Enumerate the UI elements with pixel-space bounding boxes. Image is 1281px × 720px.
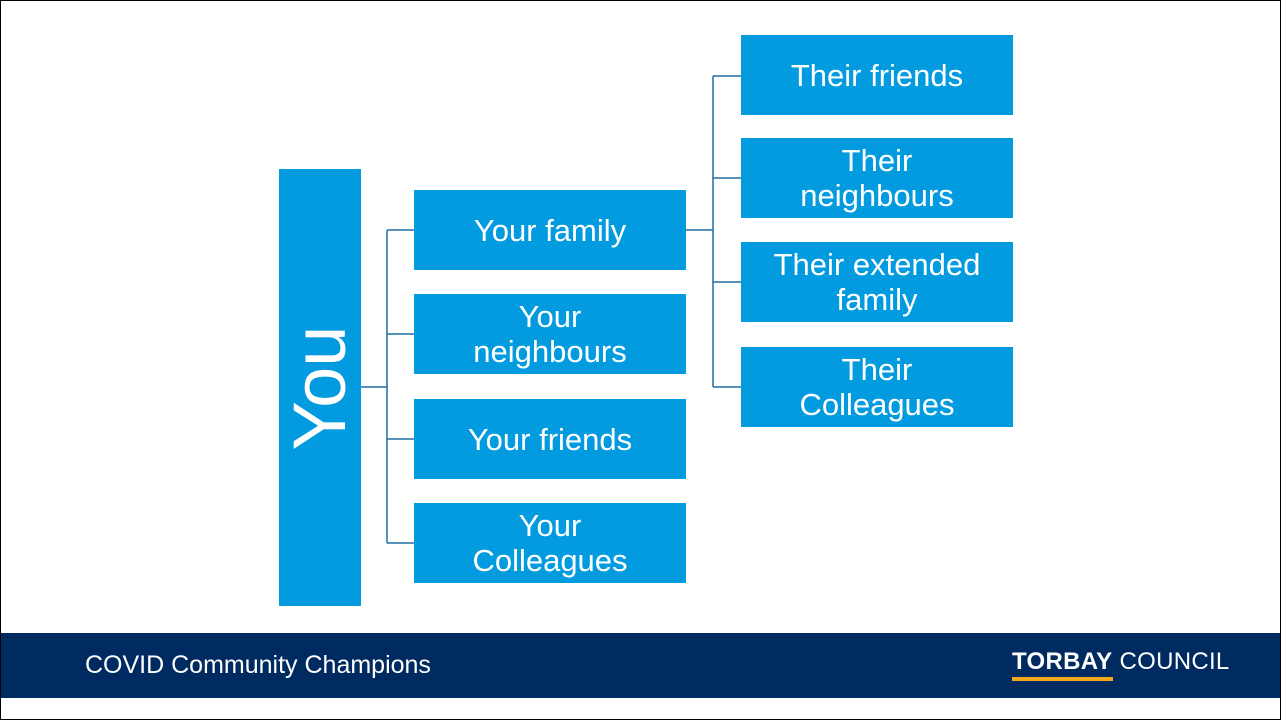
you-node: You	[278, 169, 361, 606]
logo-bold-text: TORBAY	[1012, 648, 1113, 675]
node-your-friends: Your friends	[414, 399, 686, 479]
node-their-friends: Their friends	[741, 35, 1013, 115]
you-label: You	[278, 325, 361, 450]
node-your-neighbours: Your neighbours	[414, 294, 686, 374]
node-their-colleagues: Their Colleagues	[741, 347, 1013, 427]
node-their-extended-family: Their extended family	[741, 242, 1013, 322]
footer-title: COVID Community Champions	[85, 651, 431, 679]
node-your-family: Your family	[414, 190, 686, 270]
node-your-colleagues: Your Colleagues	[414, 503, 686, 583]
node-their-neighbours: Their neighbours	[741, 138, 1013, 218]
torbay-council-logo: TORBAY COUNCIL	[1012, 648, 1230, 681]
logo-underline	[1012, 677, 1113, 681]
logo-rest-text: COUNCIL	[1119, 648, 1230, 675]
footer-bar: COVID Community Champions TORBAY COUNCIL	[1, 633, 1280, 698]
